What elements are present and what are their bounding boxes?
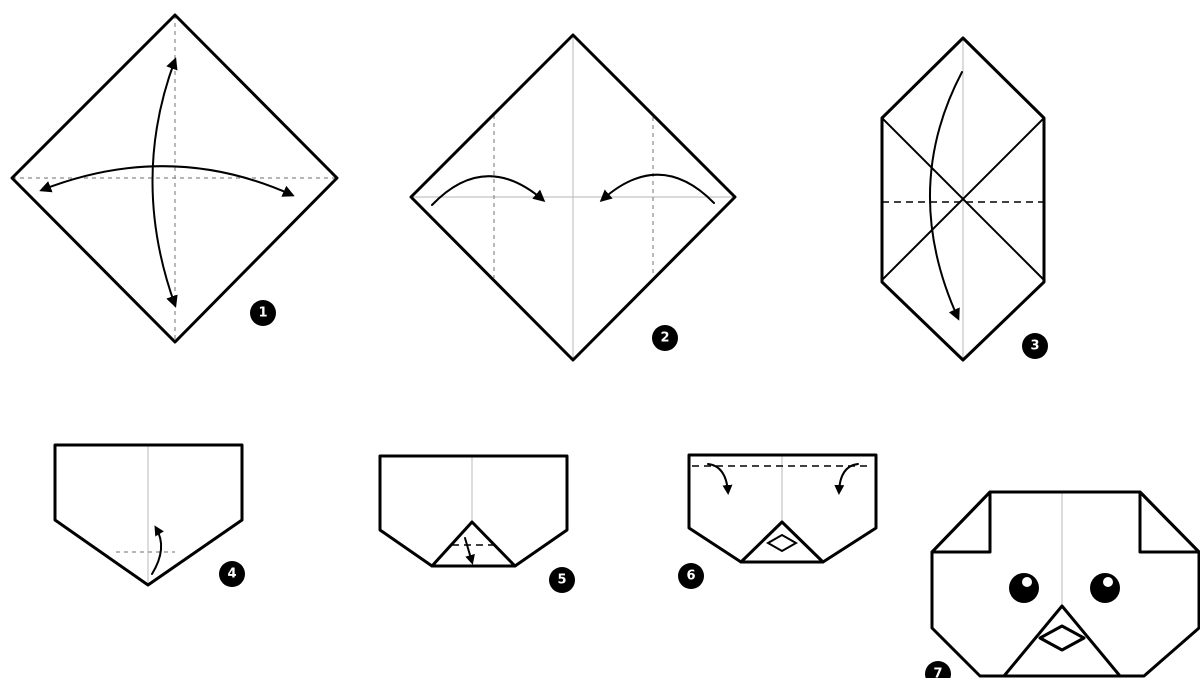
right-fold-arrow (602, 175, 714, 203)
horizontal-fold-arrow (42, 166, 292, 195)
step-badge-5: 5 (549, 567, 575, 593)
step-7: 7 (925, 492, 1199, 678)
svg-text:7: 7 (933, 667, 942, 678)
svg-text:4: 4 (227, 567, 236, 582)
folded-paper (380, 456, 567, 566)
step-6: 6 (678, 455, 876, 589)
left-ear-arrow (708, 464, 728, 492)
step-2: 2 (411, 35, 735, 360)
left-fold-arrow (432, 176, 543, 205)
tip-triangle (432, 522, 515, 566)
right-ear (1140, 492, 1199, 552)
svg-text:2: 2 (660, 331, 669, 346)
left-ear (932, 492, 990, 552)
step-4: 4 (55, 445, 245, 587)
left-eye (1009, 573, 1039, 603)
step-1: 1 (12, 15, 337, 342)
svg-text:3: 3 (1030, 339, 1039, 354)
svg-text:1: 1 (258, 306, 267, 321)
step-badge-2: 2 (652, 325, 678, 351)
svg-text:5: 5 (557, 573, 566, 588)
tip-fold-arrow (152, 528, 161, 574)
fold-down-arrow (930, 72, 962, 318)
nose (1040, 626, 1084, 650)
vertical-fold-arrow (153, 60, 176, 305)
step-5: 5 (380, 456, 575, 593)
tip-triangle (741, 522, 823, 562)
step-badge-1: 1 (250, 300, 276, 326)
right-ear-arrow (839, 464, 858, 492)
nose-fold (768, 535, 796, 551)
svg-text:6: 6 (686, 569, 695, 584)
step-badge-3: 3 (1022, 333, 1048, 359)
step-badge-6: 6 (678, 563, 704, 589)
snout (1004, 606, 1120, 676)
step-3: 3 (882, 38, 1048, 360)
right-eye (1090, 573, 1120, 603)
step-badge-7: 7 (925, 661, 951, 678)
step-badge-4: 4 (219, 561, 245, 587)
tip-fold-arrow (465, 538, 472, 562)
